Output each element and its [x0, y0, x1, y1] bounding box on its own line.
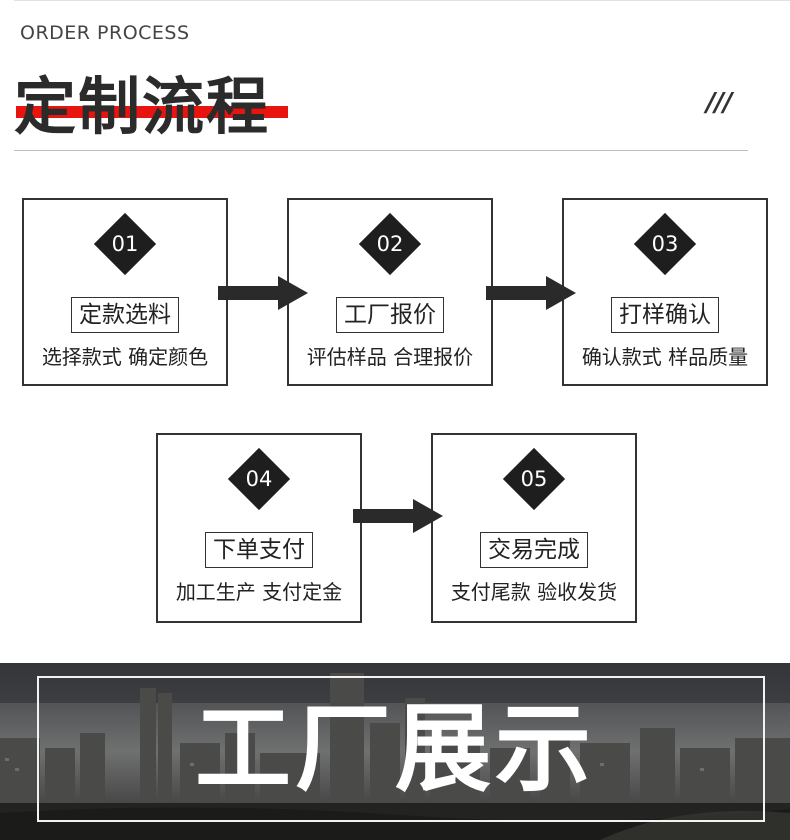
step-description: 支付尾款 验收发货: [450, 580, 618, 604]
step-name: 打样确认: [611, 297, 719, 333]
step-description: 选择款式 确定颜色: [41, 345, 209, 369]
section-eyebrow: ORDER PROCESS: [20, 22, 190, 44]
section-divider: [14, 150, 748, 151]
factory-banner-image: [0, 663, 790, 840]
process-step-05: 05 交易完成 支付尾款 验收发货: [431, 433, 637, 623]
step-description: 加工生产 支付定金: [175, 580, 343, 604]
step-number: 04: [245, 467, 273, 491]
step-name: 定款选料: [71, 297, 179, 333]
step-number: 03: [651, 232, 679, 256]
banner-title: 工厂展示: [195, 693, 595, 805]
process-step-04: 04 下单支付 加工生产 支付定金: [156, 433, 362, 623]
step-name: 下单支付: [205, 532, 313, 568]
step-name: 工厂报价: [336, 297, 444, 333]
step-number: 05: [520, 467, 548, 491]
title-underline-accent: [16, 106, 288, 118]
process-step-02: 02 工厂报价 评估样品 合理报价: [287, 198, 493, 386]
step-name: 交易完成: [480, 532, 588, 568]
section-title: 定制流程: [14, 70, 271, 143]
arrow-right-icon: [486, 276, 576, 310]
step-number: 01: [111, 232, 139, 256]
step-description: 确认款式 样品质量: [581, 345, 749, 369]
city-skyline-graphic: [0, 663, 790, 840]
arrow-right-icon: [218, 276, 308, 310]
step-number: 02: [376, 232, 404, 256]
process-step-01: 01 定款选料 选择款式 确定颜色: [22, 198, 228, 386]
slash-decoration: ///: [706, 88, 732, 118]
top-divider: [14, 0, 790, 1]
arrow-right-icon: [353, 499, 443, 533]
banner-frame: [37, 676, 765, 822]
step-description: 评估样品 合理报价: [306, 345, 474, 369]
process-step-03: 03 打样确认 确认款式 样品质量: [562, 198, 768, 386]
